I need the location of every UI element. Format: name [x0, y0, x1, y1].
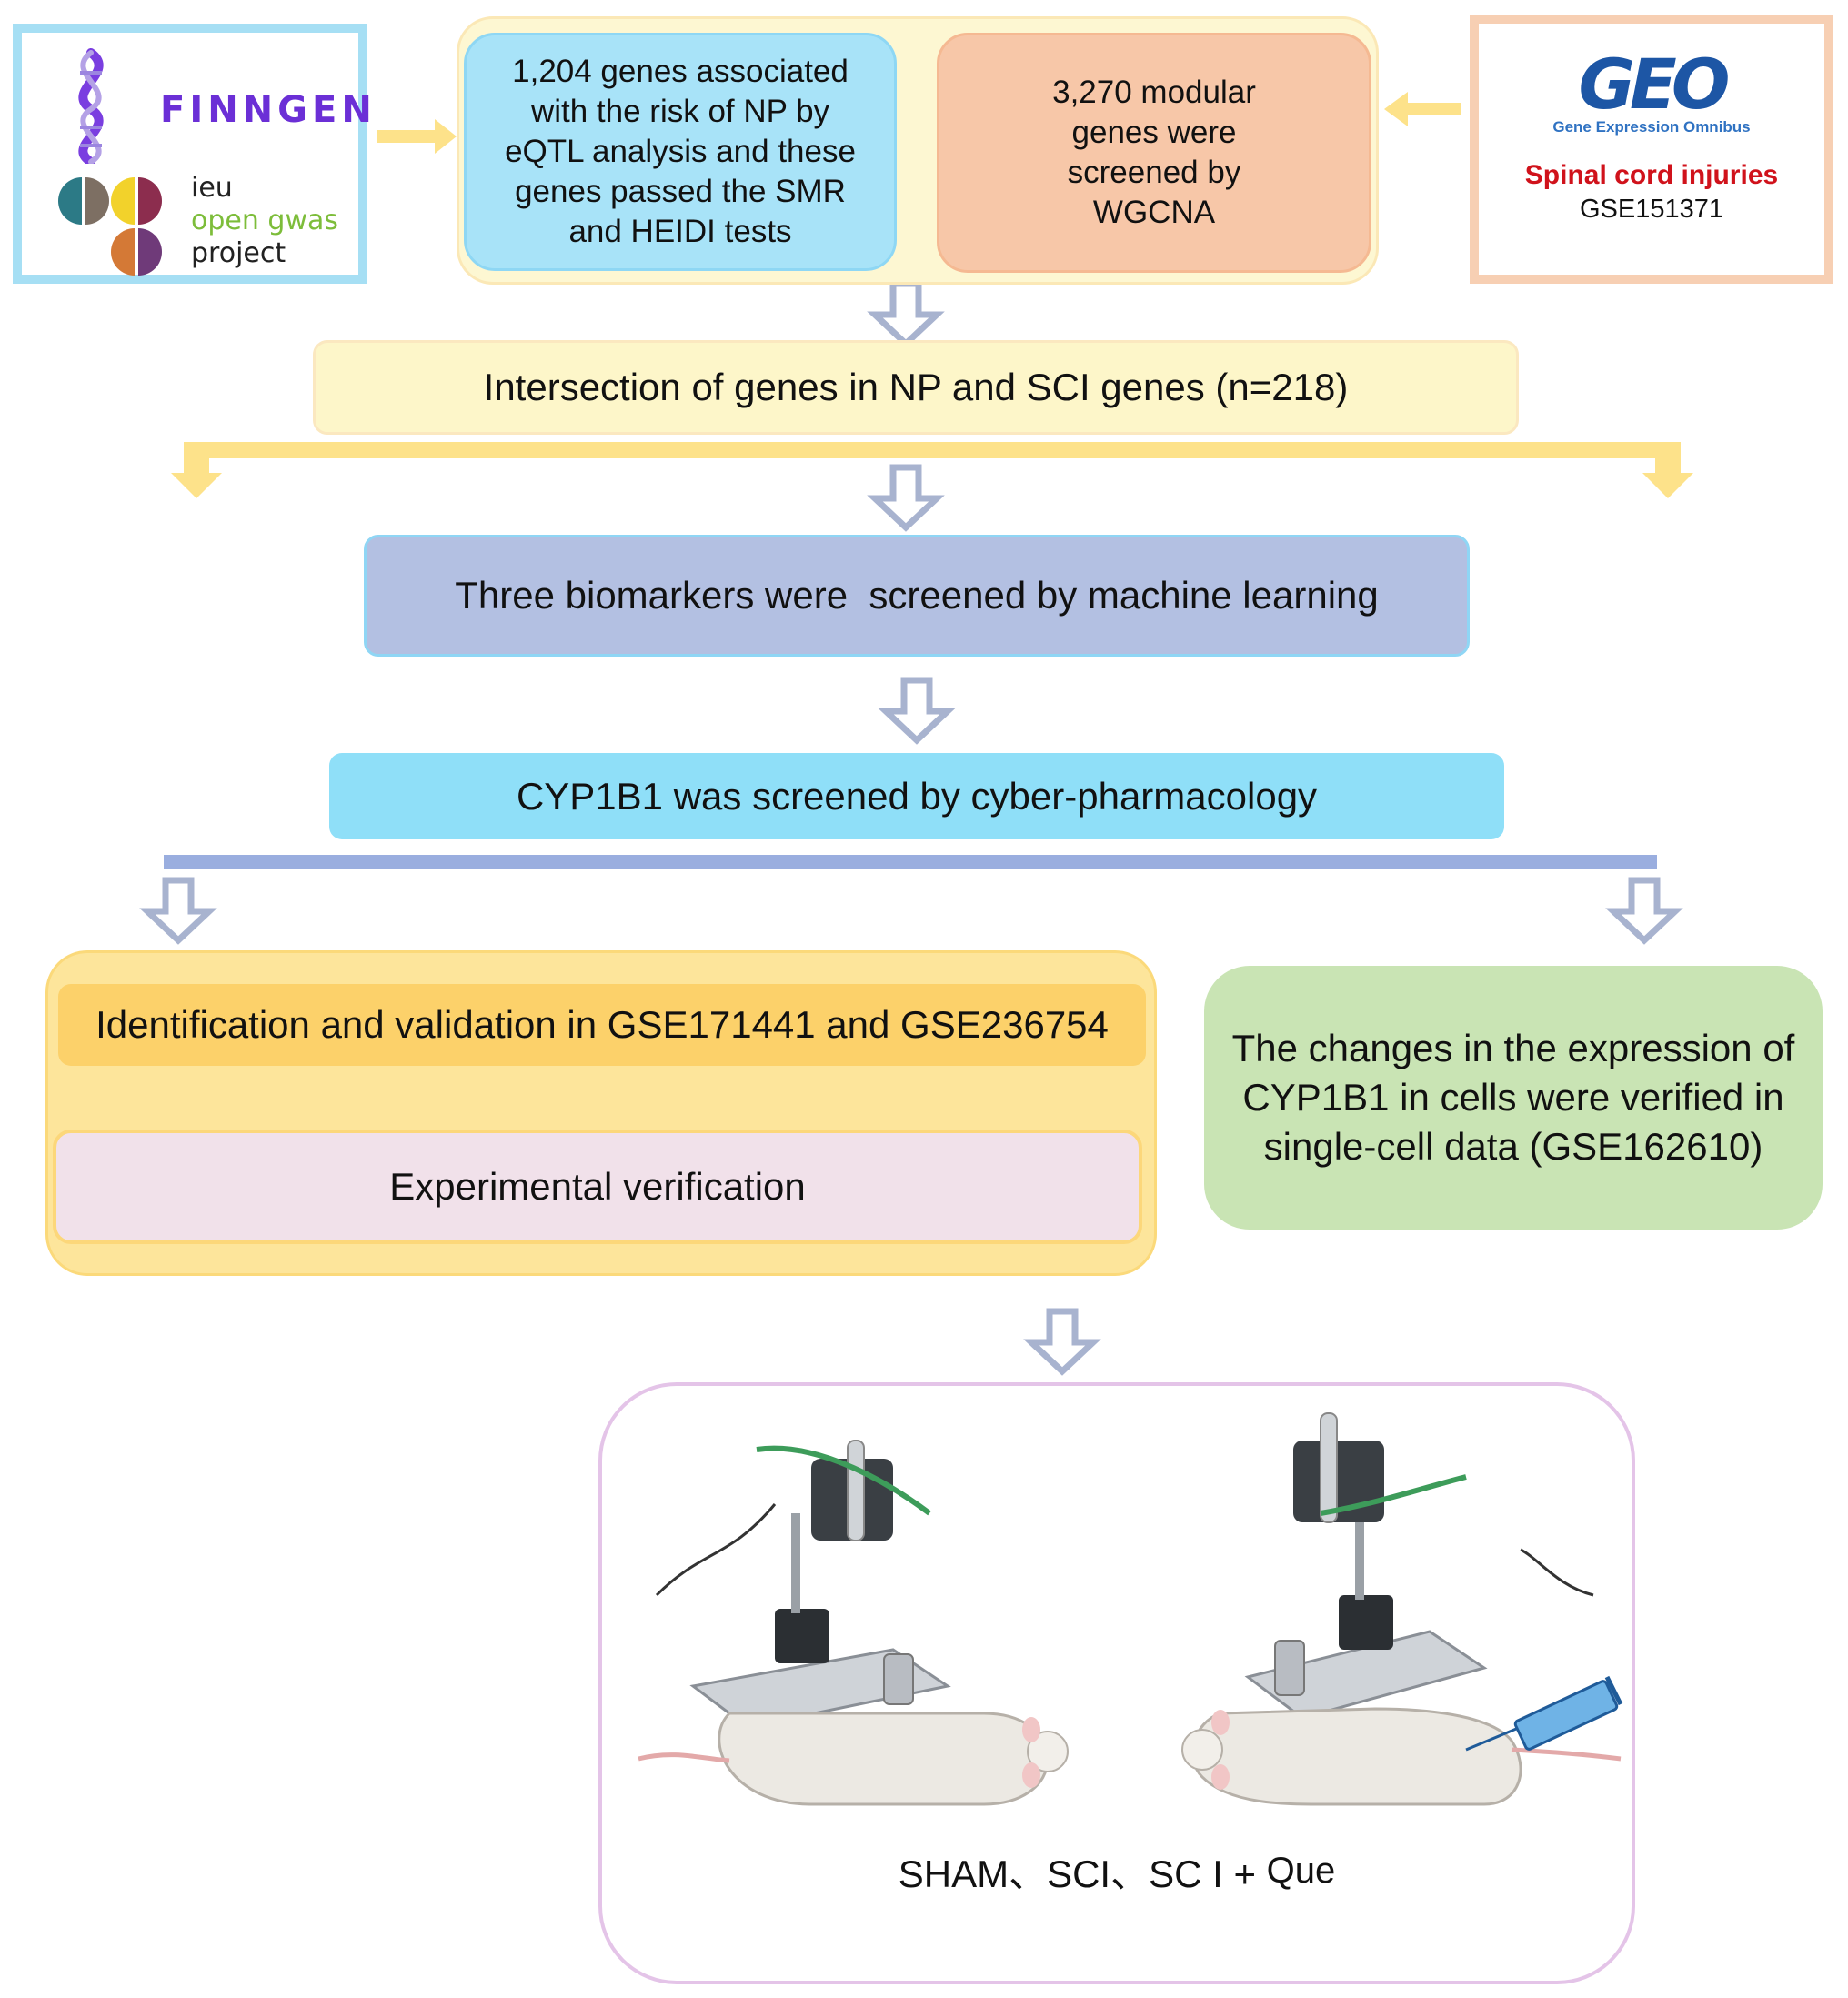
down-arrow-1 [875, 284, 937, 344]
single-cell-line: single-cell data (GSE162610) [1263, 1125, 1763, 1168]
animal-experiment-panel [598, 1382, 1635, 1984]
arrow-left-yellow [1384, 92, 1461, 126]
geo-dataset-id: GSE151371 [1579, 195, 1723, 224]
validation-box: Identification and validation in GSE1714… [58, 984, 1146, 1066]
syringe-icon [1465, 1675, 1623, 1752]
ieu-open-gwas-logo: ieu open gwas project [55, 172, 355, 278]
experimental-verification-box: Experimental verification [53, 1130, 1142, 1244]
treatment-groups-label: SHAM、SCI、SC I + Que [598, 1839, 1635, 1903]
eqtl-smr-box: 1,204 genes associated with the risk of … [464, 33, 897, 271]
eqtl-line: with the risk of NP by [530, 94, 830, 129]
finngen-logo: FINNGEN [55, 45, 372, 166]
wgcna-line: WGCNA [1092, 195, 1216, 230]
geo-dataset-title: Spinal cord injuries [1524, 160, 1779, 190]
eqtl-line: eQTL analysis and these [505, 134, 856, 169]
down-arrow-right [1613, 880, 1675, 940]
stereotaxic-rat-right-illustration [1181, 1412, 1623, 1806]
wgcna-line: screened by [1067, 155, 1241, 190]
finngen-wordmark: FINNGEN [160, 89, 377, 131]
intersection-box: Intersection of genes in NP and SCI gene… [313, 340, 1519, 435]
arrow-right-yellow [377, 119, 457, 154]
down-arrow-2 [875, 467, 937, 527]
ieu-line-3: project [191, 237, 286, 269]
ieu-line-1: ieu [191, 172, 233, 204]
ieu-line-2: open gwas [191, 205, 338, 236]
finngen-ieu-source-box: FINNGEN ieu open gwas project [13, 24, 372, 284]
single-cell-line: The changes in the expression of [1231, 1027, 1795, 1069]
machine-learning-box: Three biomarkers were screened by machin… [364, 535, 1470, 657]
split-bar-yellow [171, 442, 1693, 498]
single-cell-box: The changes in the expression of CYP1B1 … [1204, 966, 1823, 1230]
stereotaxic-rat-left-illustration [638, 1440, 1069, 1806]
eqtl-line: 1,204 genes associated [512, 54, 849, 89]
dna-helix-icon [78, 48, 104, 166]
ieu-colored-shapes-icon [58, 177, 162, 276]
geo-logo-subtitle: Gene Expression Omnibus [1552, 118, 1751, 136]
groups-main-text: SHAM、SCI、SC I + [898, 1852, 1267, 1895]
split-bar-blue [164, 855, 1657, 869]
wgcna-line: genes were [1071, 115, 1237, 150]
geo-source-box: GEO Gene Expression Omnibus Spinal cord … [1470, 15, 1833, 284]
wgcna-box: 3,270 modular genes were screened by WGC… [937, 33, 1371, 273]
wgcna-line: 3,270 modular [1052, 75, 1256, 110]
down-arrow-left [147, 880, 209, 940]
cyber-pharmacology-box: CYP1B1 was screened by cyber-pharmacolog… [329, 753, 1504, 839]
down-arrow-animal [1031, 1311, 1093, 1371]
single-cell-line: CYP1B1 in cells were verified in [1242, 1076, 1784, 1119]
geo-logo: GEO [1578, 44, 1731, 125]
eqtl-line: and HEIDI tests [568, 214, 792, 249]
eqtl-line: genes passed the SMR [515, 174, 846, 209]
down-arrow-3 [886, 680, 948, 740]
groups-suffix-text: Que [1266, 1850, 1336, 1891]
